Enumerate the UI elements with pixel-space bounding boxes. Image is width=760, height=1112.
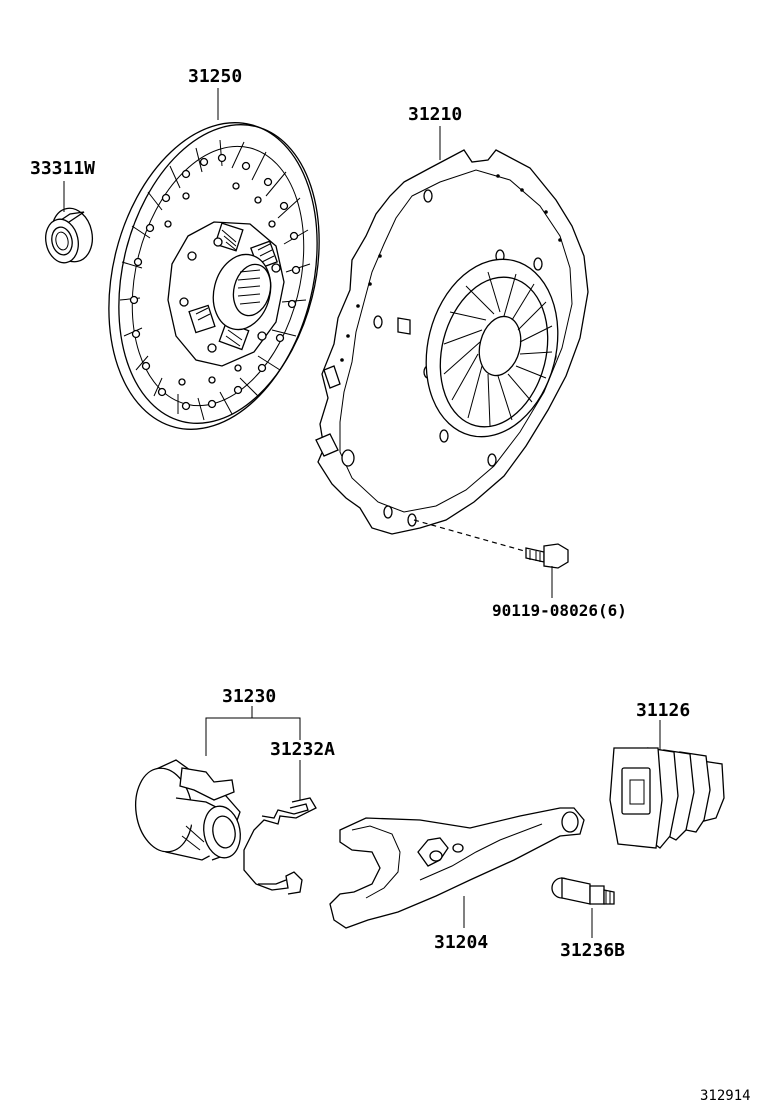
pilot-bearing-33311w	[45, 181, 94, 264]
damper-springs	[188, 222, 278, 351]
label-31250: 31250	[188, 66, 242, 87]
label-31236b: 31236B	[560, 940, 625, 961]
label-31232a: 31232A	[270, 739, 335, 760]
diagram-reference-number: 312914	[700, 1088, 751, 1104]
diaphragm-fingers	[443, 271, 553, 427]
release-bearing-31230	[135, 706, 301, 861]
label-31210: 31210	[408, 104, 462, 125]
cover-bolt-90119	[413, 519, 569, 598]
label-31126: 31126	[636, 700, 690, 721]
label-31204: 31204	[434, 932, 488, 953]
release-fork-31204	[329, 807, 585, 929]
retaining-clip-31232a	[243, 760, 317, 895]
release-fork-boot-31126	[609, 720, 725, 849]
clutch-disc-31250	[108, 88, 320, 430]
rivet-ring	[129, 153, 301, 411]
label-31230: 31230	[222, 686, 276, 707]
label-33311w: 33311W	[30, 158, 95, 179]
label-90119-08026: 90119-08026(6)	[492, 601, 627, 620]
clutch-cover-31210	[315, 126, 589, 535]
pivot-stud-31236b	[551, 877, 615, 938]
